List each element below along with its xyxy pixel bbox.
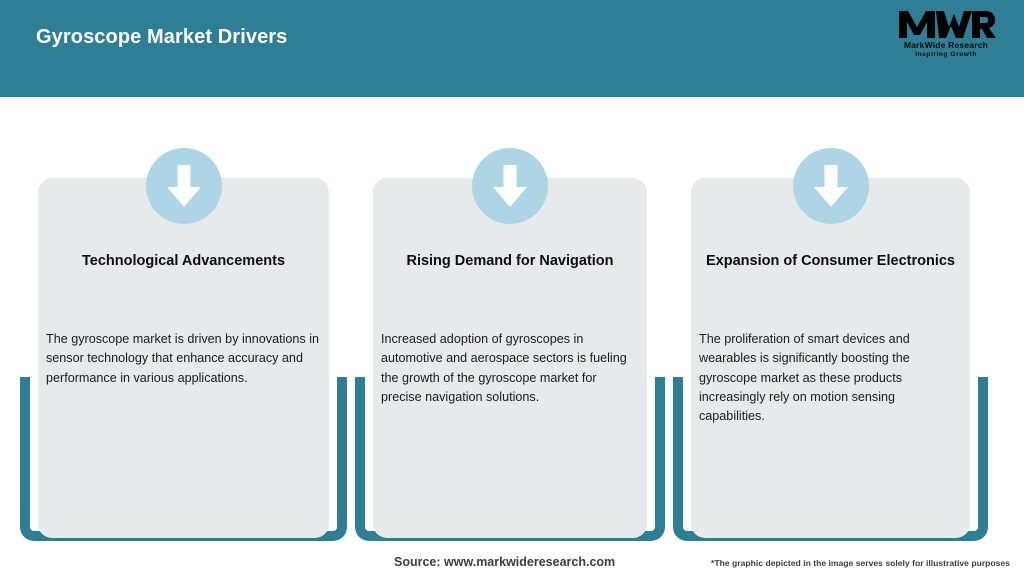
page-title: Gyroscope Market Drivers <box>36 26 288 48</box>
drivers-card-stage: Technological Advancements The gyroscope… <box>0 97 1024 542</box>
logo-tagline: Inspiring Growth <box>915 51 977 58</box>
down-arrow-glyph <box>493 165 527 207</box>
down-arrow-glyph <box>166 165 201 207</box>
mwr-logo-icon <box>899 11 996 38</box>
logo-company-name: MarkWide Research <box>903 40 989 50</box>
source-label: Source: www.markwideresearch.com <box>394 555 616 569</box>
brand-logo: MarkWide Research Inspiring Growth <box>890 8 1002 64</box>
card-title: Technological Advancements <box>81 253 286 269</box>
driver-card[interactable]: Technological Advancements The gyroscope… <box>20 97 347 542</box>
down-arrow-icon <box>145 148 222 224</box>
driver-card[interactable]: Rising Demand for Navigation Increased a… <box>355 97 665 542</box>
card-panel: Expansion of Consumer Electronics The pr… <box>691 178 970 538</box>
disclaimer-label: *The graphic depicted in the image serve… <box>711 558 1010 568</box>
card-panel: Technological Advancements The gyroscope… <box>38 178 329 538</box>
down-arrow-icon <box>472 148 548 224</box>
card-body: The proliferation of smart devices and w… <box>699 332 910 424</box>
card-title: Expansion of Consumer Electronics <box>706 253 955 269</box>
card-title: Rising Demand for Navigation <box>406 253 614 269</box>
card-body: Increased adoption of gyroscopes in auto… <box>381 332 627 404</box>
card-body: The gyroscope market is driven by innova… <box>46 332 319 385</box>
down-arrow-glyph <box>813 165 848 207</box>
down-arrow-icon <box>792 148 869 224</box>
driver-card[interactable]: Expansion of Consumer Electronics The pr… <box>673 97 988 542</box>
page-header: Gyroscope Market Drivers MarkWide Resear… <box>0 0 1024 97</box>
card-panel: Rising Demand for Navigation Increased a… <box>373 178 647 538</box>
